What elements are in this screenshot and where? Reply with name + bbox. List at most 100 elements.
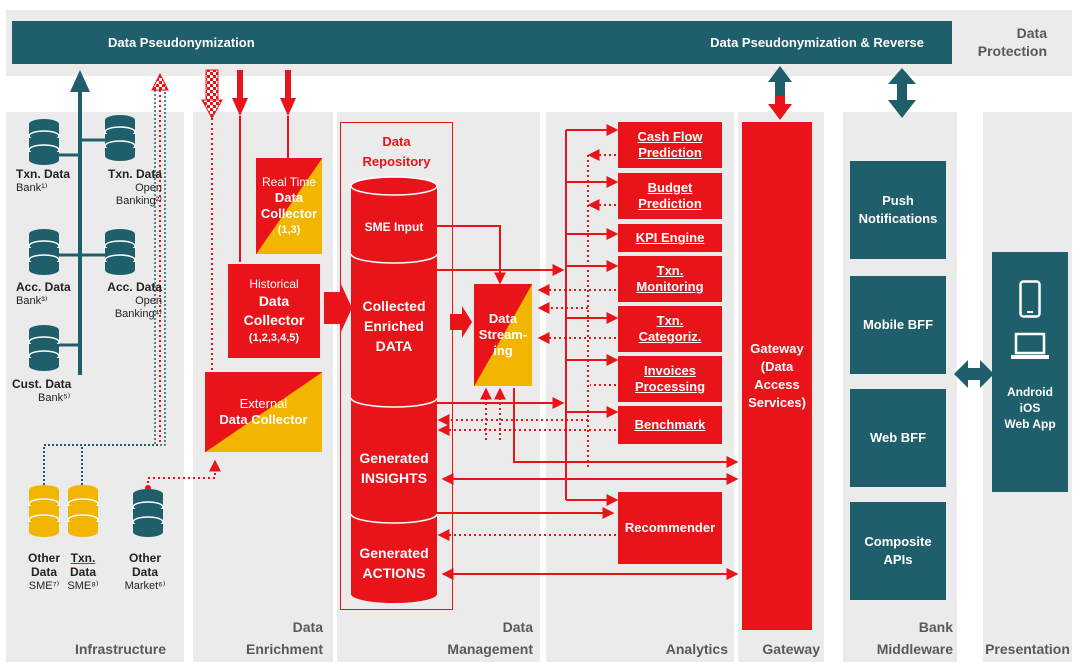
database-icon	[104, 228, 136, 276]
benchmark: Benchmark	[618, 406, 722, 444]
other-data-sme-sub: SME⁷⁾	[28, 580, 60, 592]
txn-data-bank-sub: Bank¹⁾	[16, 182, 48, 194]
sme-input-connector	[434, 225, 506, 285]
txn-monitoring-line1: Txn.	[656, 263, 684, 278]
external-collector-line2: Data Collector	[219, 412, 308, 427]
historical-collector-line1: Historical	[249, 277, 299, 291]
txn-categorization-line1: Txn.	[656, 313, 684, 328]
data-enrichment-label-line1: Data	[292, 619, 323, 635]
acc-data-open-title: Acc. Data	[107, 280, 162, 294]
data-repository-title-line1: Data	[382, 134, 411, 149]
generated-insights-line2: INSIGHTS	[360, 470, 428, 486]
data-pseudonymization-label: Data Pseudonymization	[108, 35, 255, 50]
presentation-line1: Android	[1006, 385, 1053, 399]
acc-data-open-sub1: Open	[135, 295, 162, 307]
data-streaming-line3: ing	[493, 343, 513, 358]
data-management-label-line2: Management	[447, 641, 533, 657]
bank-middleware-label: Bank Middleware	[843, 618, 953, 658]
historical-data-collector: Historical Data Collector (1,2,3,4,5)	[228, 264, 320, 358]
cust-data-bank-sub: Bank⁵⁾	[38, 392, 71, 404]
invoices-processing: Invoices Processing	[618, 356, 722, 402]
budget-prediction-line1: Budget	[647, 180, 693, 195]
invoices-processing-line2: Processing	[634, 379, 706, 394]
laptop-icon	[1011, 332, 1049, 359]
txn-data-open-label: Txn. Data Open Banking²⁾	[90, 168, 162, 208]
txn-data-sme-sub: SME⁸⁾	[67, 580, 99, 592]
enrichment-down-arrows	[201, 69, 296, 372]
analytics-label: Analytics	[665, 641, 728, 657]
mobile-bff: Mobile BFF	[850, 276, 946, 374]
txn-data-sme-label: Txn. Data SME⁸⁾	[62, 552, 104, 593]
collected-data-line1: Collected	[362, 298, 426, 314]
txn-data-sme-title1: Txn.	[70, 551, 96, 565]
gateway-protection-arrow	[768, 66, 792, 120]
txn-monitoring: Txn. Monitoring	[618, 256, 722, 302]
txn-categorization-line2: Categoriz.	[638, 329, 702, 344]
presentation-line2: iOS	[1019, 401, 1041, 415]
external-collector-line1: External	[239, 396, 288, 411]
kpi-engine-label: KPI Engine	[635, 230, 705, 245]
presentation-line3: Web App	[1004, 417, 1056, 431]
data-enrichment-label: Data Enrichment	[193, 618, 323, 658]
recommender: Recommender	[618, 492, 722, 564]
other-data-market-title1: Other	[128, 551, 161, 565]
gateway-line4: Services)	[748, 395, 806, 410]
mobile-bff-label: Mobile BFF	[862, 317, 934, 332]
database-icon	[28, 118, 60, 166]
middleware-presentation-arrow	[954, 360, 994, 388]
push-notifications-line1: Push	[882, 193, 914, 208]
presentation-label: Presentation	[985, 641, 1070, 657]
txn-data-bank-label: Txn. Data Bank¹⁾	[10, 168, 86, 195]
data-streaming-line1: Data	[488, 311, 518, 326]
other-data-sme-title1: Other	[27, 551, 60, 565]
data-pseudonymization-bar: Data Pseudonymization Data Pseudonymizat…	[12, 21, 952, 64]
web-bff-label: Web BFF	[869, 430, 927, 445]
txn-categorization: Txn. Categoriz.	[618, 306, 722, 352]
bank-middleware-label-line2: Middleware	[876, 641, 953, 657]
data-management-label-line1: Data	[502, 619, 533, 635]
acc-data-bank-title: Acc. Data	[16, 280, 71, 294]
gateway-line3: Access	[754, 377, 800, 392]
smartphone-icon	[1019, 280, 1041, 318]
sme-input-label: SME Input	[364, 220, 424, 234]
infrastructure-bus	[58, 70, 106, 375]
data-protection-label-line2: Protection	[977, 43, 1047, 59]
collected-data-line2: Enriched	[364, 318, 424, 334]
historical-collector-line3: Collector	[243, 312, 305, 328]
database-icon	[132, 488, 164, 538]
data-streaming-box: Data Stream- ing	[474, 284, 532, 386]
cust-data-bank-label: Cust. Data Bank⁵⁾	[8, 378, 92, 405]
gateway-line1: Gateway	[750, 341, 804, 356]
cash-flow-prediction-line1: Cash Flow	[637, 129, 703, 144]
analytics-dotted-bus	[437, 149, 616, 541]
gateway-label: Gateway	[762, 641, 820, 657]
database-icon	[28, 324, 60, 372]
data-management-label: Data Management	[340, 618, 533, 658]
repository-to-streaming-arrow	[450, 306, 472, 338]
external-data-collector: External Data Collector	[205, 372, 322, 452]
cust-data-bank-title: Cust. Data	[12, 377, 72, 391]
data-repository-cylinder	[350, 176, 438, 603]
other-data-market-sub: Market⁶⁾	[124, 580, 166, 592]
txn-data-sme-title2: Data	[69, 565, 96, 579]
gateway-data-access-services: Gateway (Data Access Services)	[742, 122, 812, 630]
generated-insights-line1: Generated	[359, 450, 429, 466]
realtime-collector-line1: Real Time	[261, 175, 317, 189]
collected-data-label: Collected Enriched DATA	[350, 296, 438, 356]
data-repository-title-line2: Repository	[362, 154, 431, 169]
data-repository-title: Data Repository	[340, 132, 453, 172]
budget-prediction-line2: Prediction	[638, 196, 702, 211]
infrastructure-label: Infrastructure	[74, 641, 166, 657]
kpi-engine: KPI Engine	[618, 224, 722, 252]
composite-apis: Composite APIs	[850, 502, 946, 600]
data-repository-frame	[340, 122, 453, 610]
generated-insights-label: Generated INSIGHTS	[350, 448, 438, 488]
acc-data-bank-label: Acc. Data Bank³⁾	[10, 281, 86, 308]
database-icon	[28, 228, 60, 276]
data-streaming-line2: Stream-	[478, 327, 528, 342]
generated-actions-label: Generated ACTIONS	[350, 543, 438, 583]
data-protection-label: Data Protection	[955, 24, 1047, 60]
budget-prediction: Budget Prediction	[618, 173, 722, 219]
other-data-market-title2: Data	[131, 565, 158, 579]
